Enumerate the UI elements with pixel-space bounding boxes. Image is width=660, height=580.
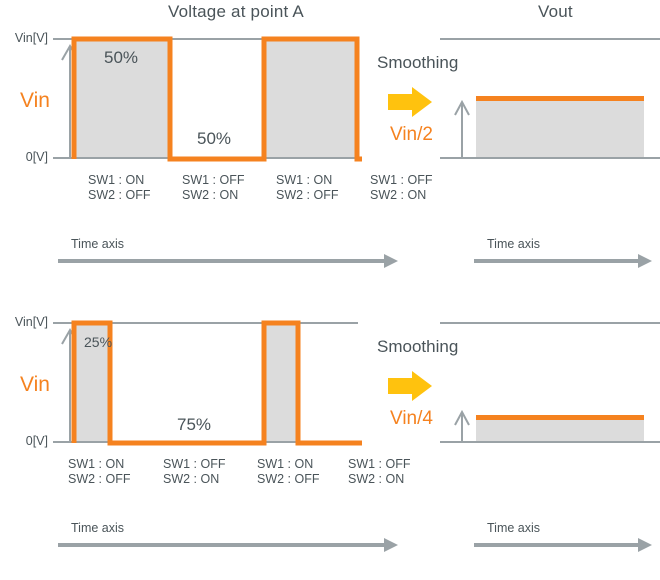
row2-output-level-label: Vin/4 — [390, 408, 433, 429]
row2-sw1-state-4: SW1 : OFF — [348, 457, 411, 471]
row1-sw1-state-4: SW1 : OFF — [370, 173, 433, 187]
row2-sw2-state-1: SW2 : OFF — [68, 472, 131, 486]
row2-vout-amplitude-arrow — [454, 409, 470, 443]
row2-sw2-state-4: SW2 : ON — [348, 472, 405, 486]
row2-time-axis-left-label: Time axis — [71, 521, 125, 535]
row2-vout-top-line — [440, 322, 660, 324]
row2-time-axis-right-label: Time axis — [487, 521, 541, 535]
row1-zero-axis-label: 0[V] — [25, 150, 48, 164]
row2-duty-off-label: 75% — [177, 415, 212, 434]
row2-sw2-state-3: SW2 : OFF — [257, 472, 320, 486]
row1-vin-axis-label: Vin[V] — [14, 31, 48, 45]
row1-switch-group-1: SW1 : ON SW2 : OFF — [88, 173, 151, 203]
row1-sw2-state-2: SW2 : ON — [182, 188, 239, 202]
row2-pulse-fill-1 — [76, 324, 108, 441]
right-chart-title: Vout — [538, 2, 573, 21]
row2-sw1-state-3: SW1 : ON — [257, 457, 314, 471]
row1-pulse-fill-1 — [76, 40, 168, 157]
row2-time-axis-right-arrow — [474, 538, 652, 552]
row1-amplitude-label: Vin — [20, 89, 50, 112]
row1-time-axis-left-arrow — [58, 254, 398, 268]
row2-sw1-state-1: SW1 : ON — [68, 457, 125, 471]
row2-vin-axis-label: Vin[V] — [14, 315, 48, 329]
row1-sw2-state-3: SW2 : OFF — [276, 188, 339, 202]
row1-sw1-state-3: SW1 : ON — [276, 173, 333, 187]
row2-duty-on-label: 25% — [84, 334, 113, 350]
row2-vout-fill — [476, 418, 644, 441]
row2-vout-level-trace — [476, 415, 644, 420]
row1-switch-group-3: SW1 : ON SW2 : OFF — [276, 173, 339, 203]
row1-time-axis-right-label: Time axis — [487, 237, 541, 251]
row2-smoothing-arrow-icon — [388, 371, 432, 401]
row2-vin-reference-line — [53, 322, 358, 324]
row1-duty-off-label: 50% — [197, 129, 232, 148]
row2-pulse-fill-2 — [264, 324, 296, 441]
row2-sw1-state-2: SW1 : OFF — [163, 457, 226, 471]
row2-time-axis-left-arrow — [58, 538, 398, 552]
row1-switch-group-2: SW1 : OFF SW2 : ON — [182, 173, 245, 203]
row1-switch-group-4: SW1 : OFF SW2 : ON — [370, 173, 433, 203]
row1-waveform-trace — [71, 36, 362, 162]
left-chart-title: Voltage at point A — [168, 2, 304, 21]
row1-vout-fill — [476, 99, 644, 157]
row1-sw2-state-4: SW2 : ON — [370, 188, 427, 202]
row1-smoothing-arrow-icon — [388, 87, 432, 117]
row1-sw1-state-1: SW1 : ON — [88, 173, 145, 187]
row2-switch-group-3: SW1 : ON SW2 : OFF — [257, 457, 320, 487]
row1-duty-on-label: 50% — [104, 48, 139, 67]
row2-zero-axis-label: 0[V] — [25, 434, 48, 448]
row2-switch-group-1: SW1 : ON SW2 : OFF — [68, 457, 131, 487]
row1-output-level-label: Vin/2 — [390, 124, 433, 145]
row1-sw1-state-2: SW1 : OFF — [182, 173, 245, 187]
row2-smoothing-label: Smoothing — [377, 337, 459, 356]
row1-vout-top-line — [440, 38, 660, 40]
row2-waveform-trace — [71, 320, 362, 446]
row2-switch-group-2: SW1 : OFF SW2 : ON — [163, 457, 226, 487]
row2-switch-group-4: SW1 : OFF SW2 : ON — [348, 457, 411, 487]
row1-sw2-state-1: SW2 : OFF — [88, 188, 151, 202]
row2-amplitude-label: Vin — [20, 373, 50, 396]
row1-vout-level-trace — [476, 96, 644, 101]
row1-pulse-fill-2 — [264, 40, 356, 157]
row1-time-axis-left-label: Time axis — [71, 237, 125, 251]
row1-vout-amplitude-arrow — [454, 99, 470, 158]
row2-vout-baseline — [440, 441, 660, 443]
row1-time-axis-right-arrow — [474, 254, 652, 268]
row1-vin-reference-line — [53, 38, 358, 40]
row1-smoothing-label: Smoothing — [377, 53, 459, 72]
row1-vout-baseline — [440, 157, 660, 159]
row2-sw2-state-2: SW2 : ON — [163, 472, 220, 486]
